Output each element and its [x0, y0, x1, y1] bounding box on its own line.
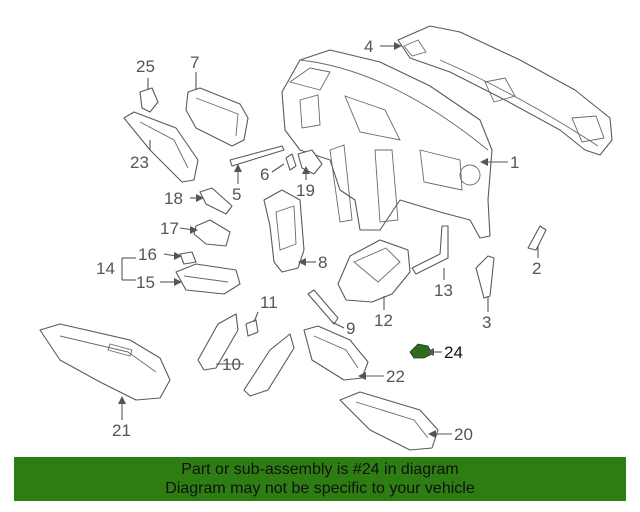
info-banner: Part or sub-assembly is #24 in diagram D… [14, 457, 626, 501]
callout-19: 19 [296, 181, 315, 200]
callout-13: 13 [434, 281, 453, 300]
part-12-console [337, 239, 411, 303]
callout-4: 4 [364, 37, 373, 56]
part-25 [139, 87, 159, 113]
callout-3: 3 [482, 313, 491, 332]
callout-18: 18 [164, 189, 183, 208]
callout-12: 12 [374, 311, 393, 330]
callout-25: 25 [136, 57, 155, 76]
part-10-side-panels [197, 313, 295, 397]
leader-lines [118, 42, 539, 438]
callout-15: 15 [136, 273, 155, 292]
part-18 [199, 187, 233, 215]
callout-22: 22 [386, 367, 405, 386]
callout-11: 11 [260, 293, 278, 312]
part-23-side-panel [123, 111, 199, 183]
part-21-lower-cover [39, 323, 171, 401]
callout-16: 16 [138, 245, 157, 264]
part-17-pocket [193, 219, 231, 247]
callout-10: 10 [222, 355, 241, 374]
banner-line-1: Part or sub-assembly is #24 in diagram [181, 461, 459, 478]
part-19 [297, 149, 323, 175]
part-8-center-bracket [263, 189, 305, 273]
part-15-lower-panel [175, 263, 241, 295]
callout-8: 8 [318, 253, 327, 272]
callout-6: 6 [260, 165, 269, 184]
part-3 [475, 255, 495, 299]
part-22-glove-box [303, 325, 369, 381]
part-1-dashboard [281, 49, 493, 239]
callout-5: 5 [232, 185, 241, 204]
part-2 [527, 225, 547, 251]
parts-diagram: 1 2 3 4 5 6 7 8 9 10 11 12 13 14 15 16 1… [39, 25, 613, 451]
callout-labels: 1 2 3 4 5 6 7 8 9 10 11 12 13 14 15 16 1… [96, 37, 541, 444]
part-6 [285, 153, 297, 171]
callout-9: 9 [346, 319, 355, 338]
part-11 [245, 319, 259, 337]
callout-14: 14 [96, 259, 115, 278]
part-20-reinforcement [339, 391, 439, 451]
part-9 [307, 289, 339, 325]
callout-7: 7 [190, 53, 199, 72]
part-16 [179, 251, 197, 265]
callout-24: 24 [444, 343, 463, 362]
callout-17: 17 [160, 219, 179, 238]
callout-23: 23 [130, 153, 149, 172]
part-5-cable [229, 145, 285, 167]
callout-20: 20 [454, 425, 473, 444]
part-4-dash-pad [397, 25, 613, 156]
callout-2: 2 [532, 259, 541, 278]
part-13-bracket [411, 225, 449, 275]
banner-line-2: Diagram may not be specific to your vehi… [165, 480, 475, 497]
part-7-gauge-hood [185, 87, 249, 147]
callout-21: 21 [112, 421, 131, 440]
callout-1: 1 [510, 153, 519, 172]
